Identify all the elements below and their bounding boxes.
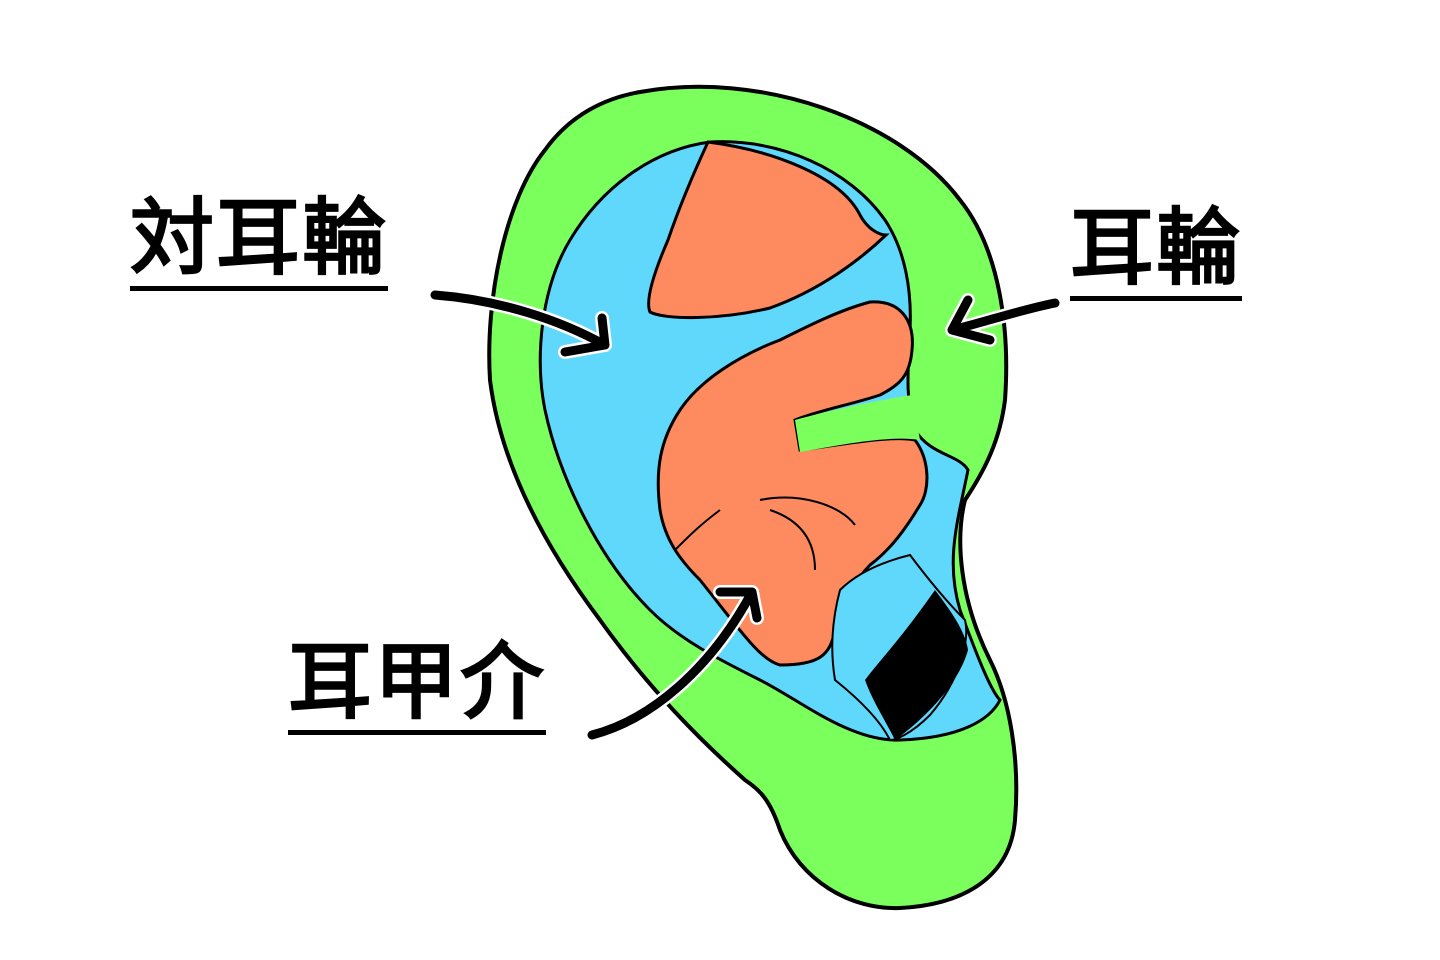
helix-crus	[795, 395, 920, 452]
helix-label: 耳輪	[1070, 206, 1243, 301]
antihelix-label: 対耳輪	[130, 196, 389, 291]
ear-canal	[865, 590, 968, 740]
triangular-fossa	[647, 140, 890, 320]
concha-label: 耳甲介	[288, 640, 547, 735]
